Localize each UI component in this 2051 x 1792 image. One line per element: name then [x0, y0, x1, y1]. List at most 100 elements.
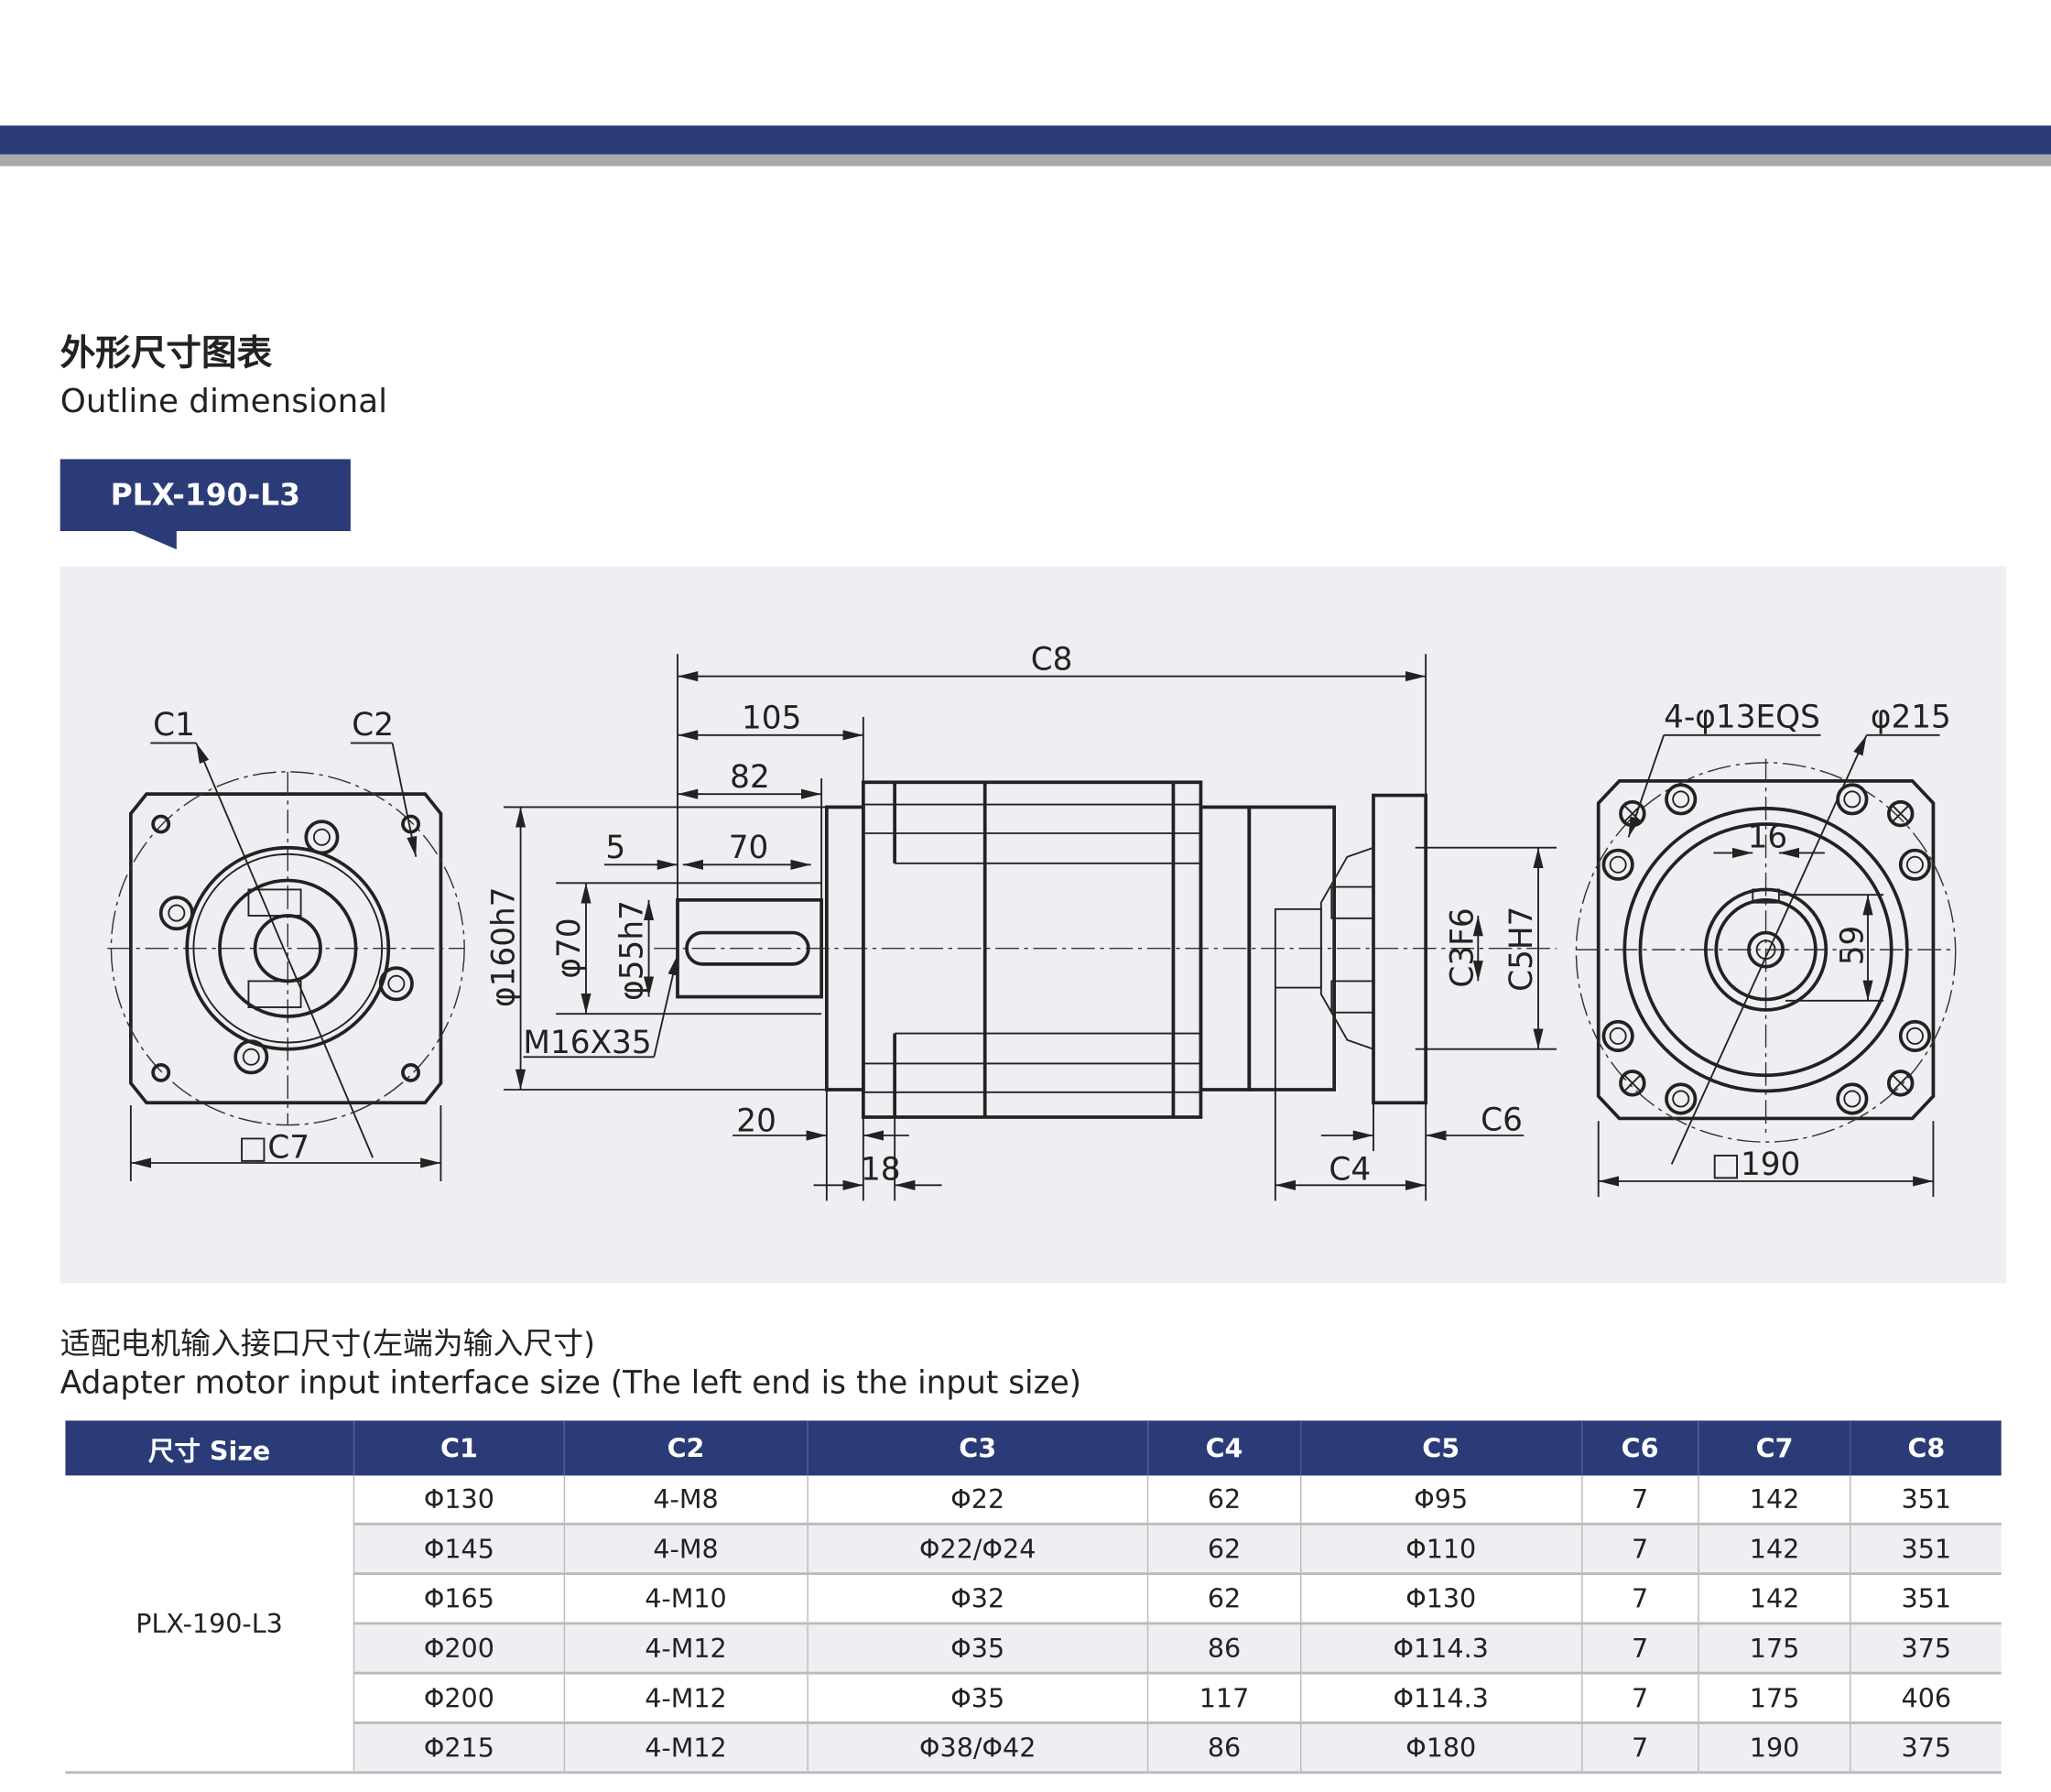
- table-cell: 375: [1850, 1623, 2002, 1675]
- label-c1: C1: [153, 707, 195, 744]
- label-18: 18: [861, 1152, 901, 1189]
- hole-cross: [1891, 1073, 1911, 1093]
- bolt-hole: [1843, 790, 1861, 809]
- label-5: 5: [605, 830, 625, 866]
- column-header: C3: [806, 1420, 1148, 1476]
- model-badge: PLX-190-L3: [60, 459, 351, 531]
- table-cell: 375: [1850, 1722, 2002, 1775]
- table-cell: 62: [1147, 1475, 1301, 1526]
- table-cell: 190: [1698, 1722, 1851, 1775]
- column-header: C5: [1299, 1420, 1582, 1476]
- table-cell: 406: [1850, 1673, 2002, 1724]
- table-cell: Φ114.3: [1299, 1673, 1582, 1724]
- table-cell: Φ35: [806, 1673, 1148, 1724]
- bolt-hole: [1665, 783, 1698, 816]
- table-cell: 4-M12: [563, 1673, 808, 1724]
- output-end-view: 4-φ13EQS φ215 16 59 □190: [1575, 699, 1957, 1198]
- table-cell: 7: [1580, 1722, 1698, 1775]
- table-cell: Φ200: [353, 1623, 565, 1675]
- label-82: 82: [730, 759, 770, 796]
- table-cell: Φ145: [353, 1524, 565, 1575]
- table-cell: Φ110: [1299, 1524, 1582, 1575]
- table-cell: Φ180: [1299, 1722, 1582, 1775]
- input-end-view: C1 C2 □C7: [107, 707, 465, 1181]
- label-c4: C4: [1329, 1152, 1371, 1189]
- bolt-hole: [1672, 1090, 1690, 1108]
- bolt-hole: [1843, 1090, 1861, 1108]
- bolt-hole: [1665, 1082, 1698, 1115]
- table-cell: 175: [1698, 1623, 1851, 1675]
- label-160h7: φ160h7: [485, 886, 522, 1007]
- column-header: C1: [353, 1420, 565, 1476]
- label-c6: C6: [1481, 1102, 1523, 1138]
- mounting-hole: [1886, 1070, 1915, 1097]
- table-cell: 62: [1147, 1524, 1301, 1575]
- label-key: 16: [1748, 820, 1788, 856]
- table-cell: 7: [1580, 1573, 1698, 1625]
- table-cell: Φ130: [1299, 1573, 1582, 1625]
- table-cell: 62: [1147, 1573, 1301, 1625]
- table-cell: 7: [1580, 1673, 1698, 1724]
- bolt-hole: [1898, 848, 1931, 881]
- bolt-hole: [1609, 1026, 1627, 1045]
- bolt-hole: [1905, 1026, 1924, 1045]
- table-cell: 175: [1698, 1673, 1851, 1724]
- table-cell: 7: [1580, 1623, 1698, 1675]
- table-cell: 7: [1580, 1475, 1698, 1526]
- header-divider: [0, 154, 2051, 167]
- mounting-hole: [1619, 1070, 1646, 1097]
- bolt-hole: [1601, 848, 1634, 881]
- table-cell: 7: [1580, 1524, 1698, 1575]
- table-cell: 4-M8: [563, 1524, 808, 1575]
- table-cell: Φ38/Φ42: [806, 1722, 1148, 1775]
- column-header: C4: [1147, 1420, 1301, 1476]
- table-cell: 142: [1698, 1573, 1851, 1625]
- section-title-cn: 外形尺寸图表: [60, 333, 273, 375]
- bolt-hole: [1905, 855, 1924, 874]
- table-cell: Φ95: [1299, 1475, 1582, 1526]
- column-header: 尺寸 Size: [65, 1420, 354, 1476]
- table-cell: Φ200: [353, 1673, 565, 1724]
- bolt-hole: [1898, 1019, 1931, 1052]
- bolt-hole: [1601, 1019, 1634, 1052]
- column-header: C6: [1580, 1420, 1698, 1476]
- label-height: 59: [1834, 926, 1871, 966]
- table-cell: Φ130: [353, 1475, 565, 1526]
- label-105: 105: [742, 701, 801, 737]
- label-thread: M16X35: [523, 1025, 651, 1061]
- table-cell: Φ215: [353, 1722, 565, 1775]
- table-cell: 142: [1698, 1475, 1851, 1526]
- badge-notch: [130, 529, 177, 549]
- adapter-title-en: Adapter motor input interface size (The …: [60, 1363, 1082, 1401]
- table-cell: 4-M10: [563, 1573, 808, 1625]
- dimension-drawing: C1 C2 □C7: [60, 566, 2007, 1284]
- label-holes: 4-φ13EQS: [1664, 699, 1820, 735]
- hole-cross: [1891, 803, 1911, 824]
- label-c3: C3F6: [1445, 907, 1481, 987]
- table-cell: 4-M12: [563, 1623, 808, 1675]
- hole-cross: [1622, 1073, 1643, 1093]
- label-dia70: φ70: [551, 918, 588, 978]
- header-bar: [0, 125, 2051, 155]
- bolt-hole: [1609, 855, 1627, 874]
- column-header: C2: [563, 1420, 808, 1476]
- table-cell: 4-M12: [563, 1722, 808, 1775]
- label-c5: C5H7: [1503, 907, 1540, 992]
- label-20: 20: [736, 1103, 776, 1140]
- table-cell: 86: [1147, 1623, 1301, 1675]
- table-cell: 4-M8: [563, 1475, 808, 1526]
- table-cell: Φ114.3: [1299, 1623, 1582, 1675]
- label-c2: C2: [352, 707, 394, 744]
- column-header: C7: [1698, 1420, 1851, 1476]
- table-cell: 117: [1147, 1673, 1301, 1724]
- label-55h7: φ55h7: [613, 900, 650, 1001]
- bolt-hole: [1836, 1082, 1869, 1115]
